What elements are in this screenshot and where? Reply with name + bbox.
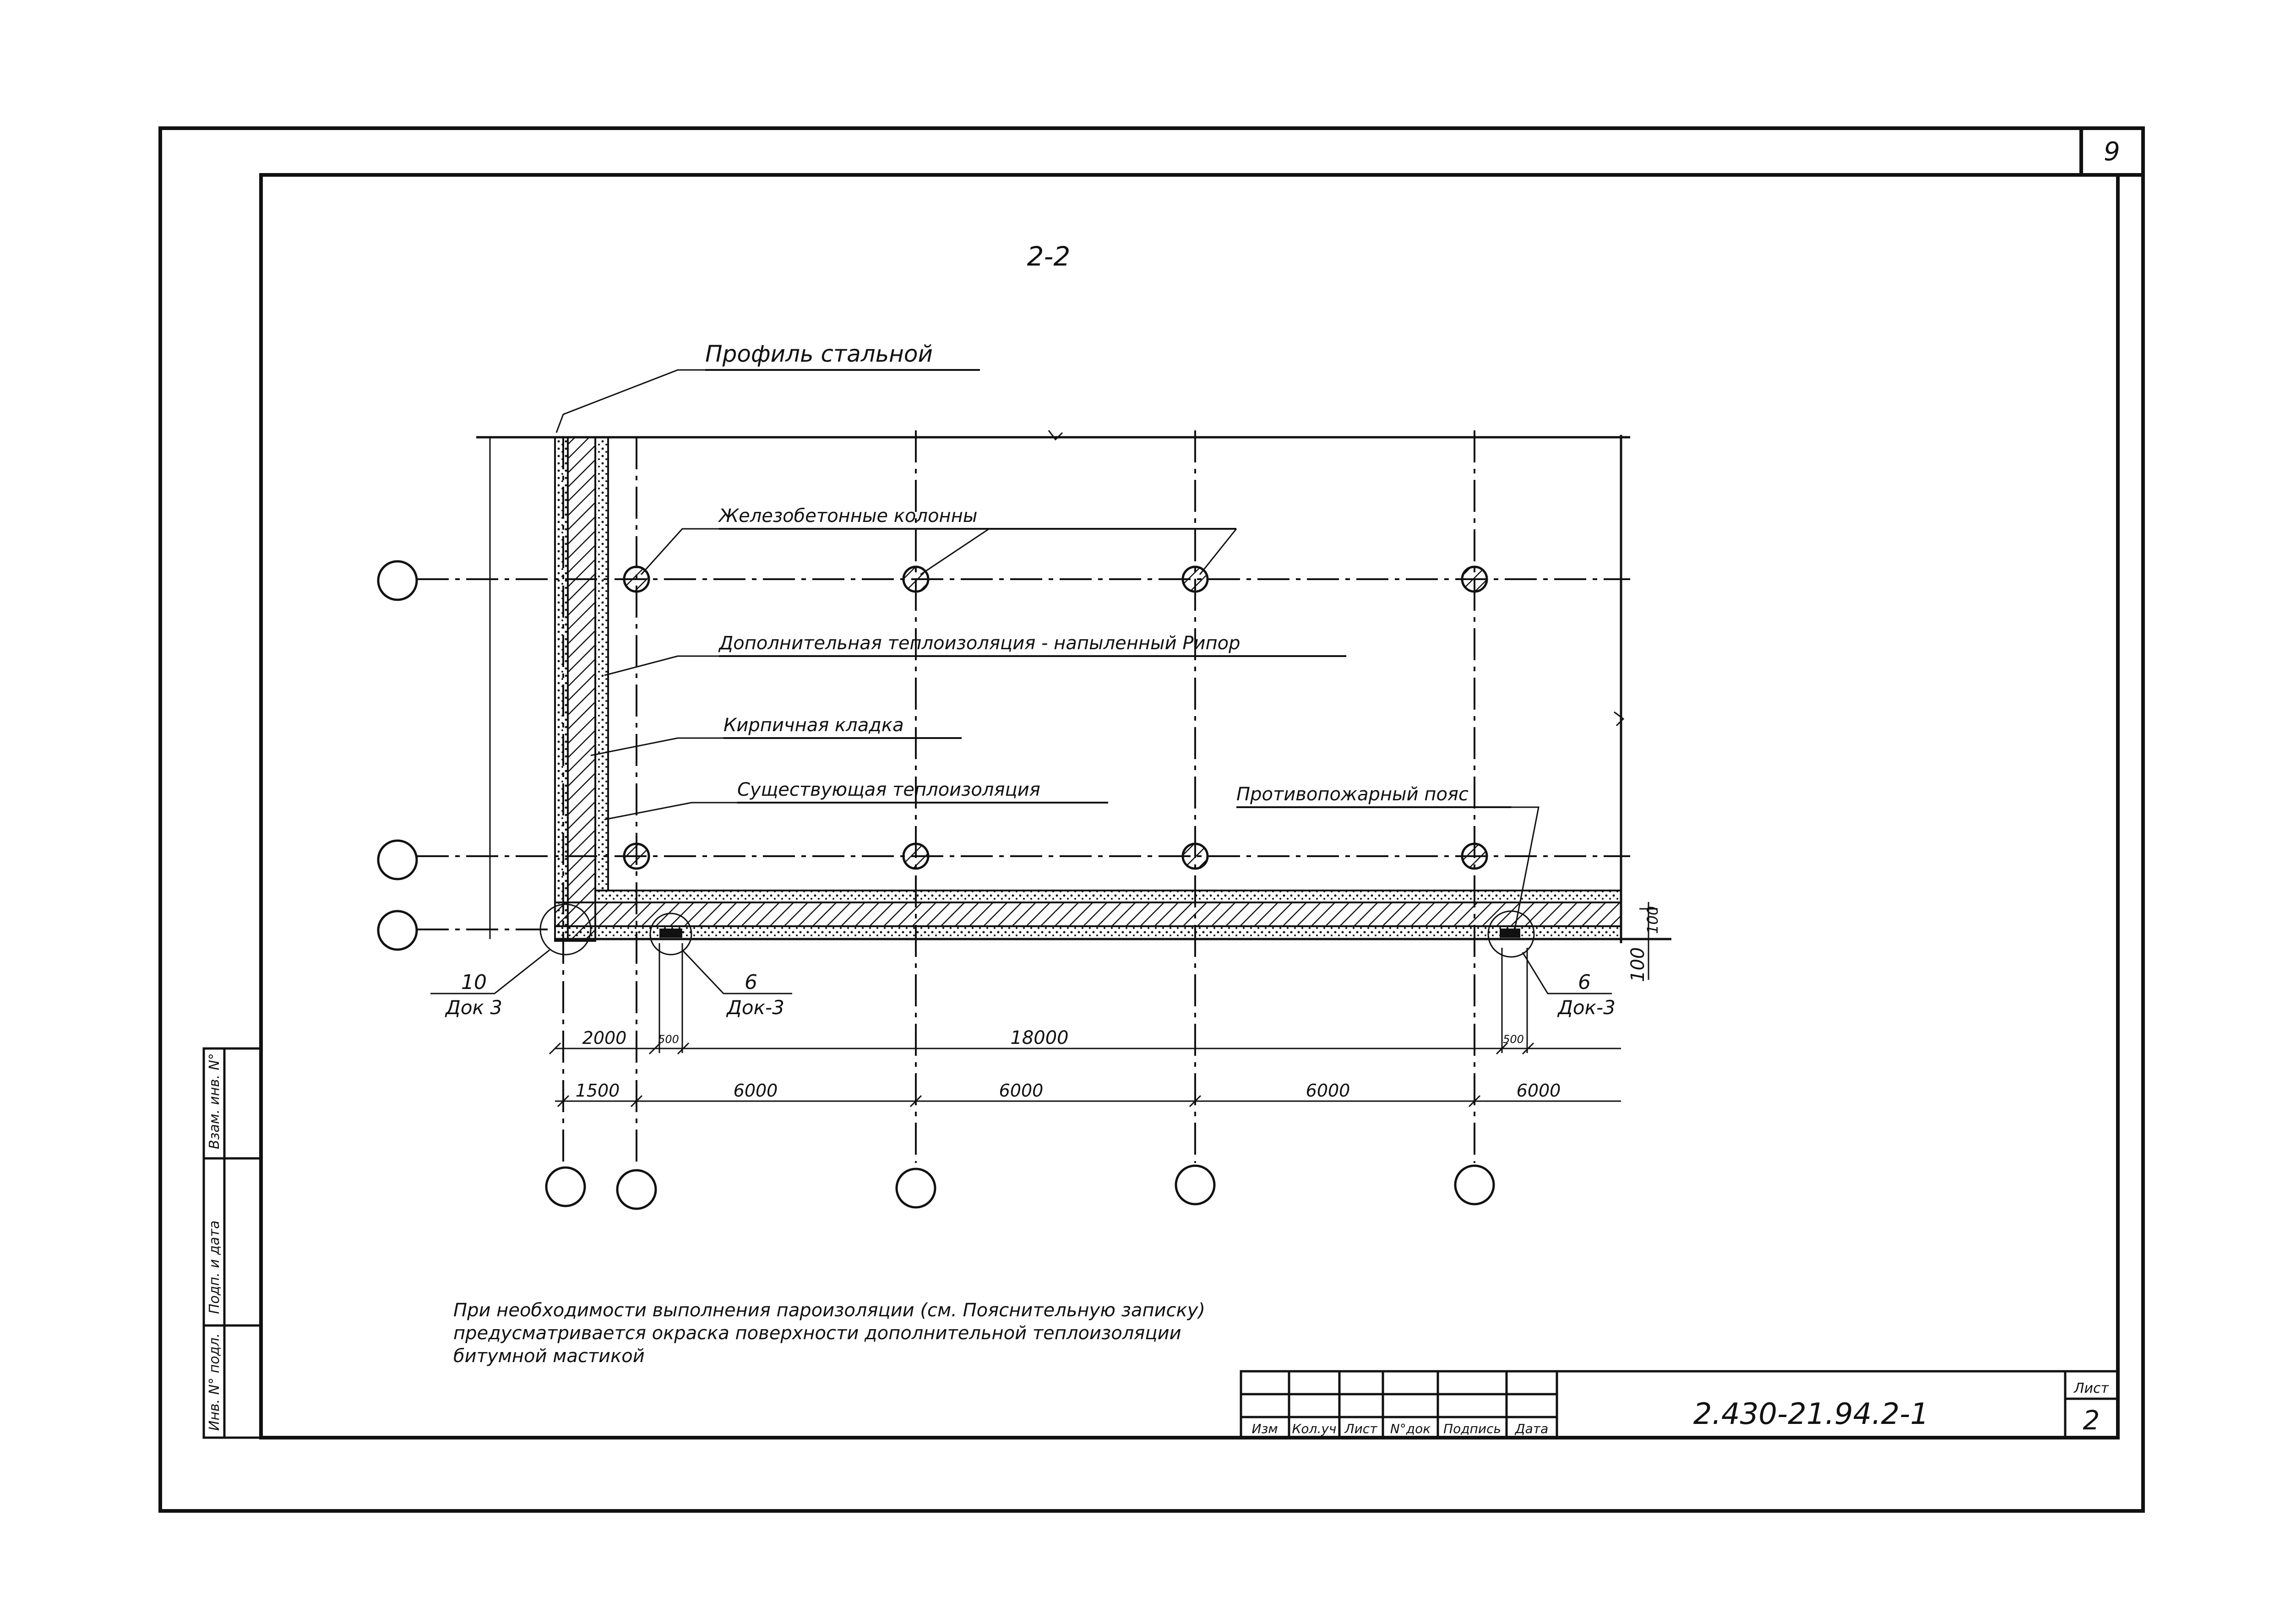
- note-line-3: битумной мастикой: [453, 1346, 645, 1367]
- callout-6-left-num: 6: [745, 971, 757, 994]
- dim-row-2-c: 6000: [999, 1081, 1044, 1101]
- extra-insulation-leader: [604, 655, 719, 676]
- tb-sheet-label: Лист: [2073, 1380, 2110, 1396]
- page-number-box: [2079, 126, 2145, 177]
- callout-10-num: 10: [461, 971, 487, 994]
- callout-6-left-ref: Док-3: [726, 996, 784, 1019]
- rc-columns-leader-2: [920, 528, 990, 576]
- side-stamp-1: Взам. инв. N°: [207, 1053, 223, 1149]
- wall-extra-insulation: [594, 436, 609, 891]
- fire-belt-block-right: [1500, 929, 1520, 938]
- callout-6-right-leader: [1522, 952, 1612, 994]
- brickwork-leader: [590, 737, 724, 756]
- callout-6-left-leader: [681, 949, 792, 994]
- grid-bubble-left-3: [377, 910, 418, 951]
- note-line-2: предусматривается окраска поверхности до…: [453, 1323, 1181, 1344]
- callout-circle-6-left: [649, 912, 692, 956]
- side-stamp: Взам. инв. N° Подп. и дата Инв. N° подл.: [202, 1047, 262, 1439]
- wall-brickwork: [567, 436, 596, 942]
- callout-circle-10: [539, 903, 592, 956]
- rc-columns-leader-1: [640, 528, 719, 576]
- callout-10-ref: Док 3: [445, 996, 502, 1019]
- side-stamp-3: Инв. N° подл.: [207, 1333, 223, 1431]
- tb-header-ndok: N°док: [1390, 1421, 1431, 1436]
- vert-dim-1: 100: [1644, 906, 1661, 934]
- fire-belt-block-left: [659, 929, 682, 938]
- grid-bubble-left-2: [377, 839, 418, 880]
- section-title: 2-2: [1027, 241, 1071, 272]
- tb-header-izm: Изм: [1252, 1421, 1278, 1436]
- rc-columns-leader-3: [1199, 528, 1237, 575]
- note-line-1: При необходимости выполнения пароизоляци…: [453, 1300, 1205, 1321]
- tb-header-data: Дата: [1514, 1421, 1549, 1436]
- label-rc-columns: Железобетонные колонны: [718, 505, 977, 527]
- callout-6-right-num: 6: [1578, 971, 1591, 994]
- label-fire-belt: Противопожарный пояс: [1236, 784, 1469, 805]
- grid-bubble-bottom-5: [1454, 1164, 1495, 1206]
- fire-belt-leader: [1511, 806, 1540, 937]
- bottom-brickwork: [554, 902, 1622, 927]
- callout-6-right-ref: Док-3: [1557, 996, 1616, 1019]
- tb-doc-code: 2.430-21.94.2-1: [1693, 1397, 1929, 1431]
- grid-bubble-bottom-3: [895, 1168, 936, 1209]
- grid-bubble-bottom-4: [1175, 1164, 1216, 1206]
- bottom-extra-insulation: [594, 890, 1622, 903]
- dim-row-2-e: 6000: [1517, 1081, 1561, 1101]
- tb-header-list: Лист: [1344, 1421, 1378, 1436]
- tb-header-podpis: Подпись: [1443, 1421, 1501, 1436]
- dim-row-2-b: 6000: [734, 1081, 778, 1101]
- tb-sheet-number: 2: [2083, 1405, 2100, 1436]
- rc-columns: [623, 565, 1488, 870]
- dim-row-1-a: 2000: [582, 1028, 627, 1048]
- dim-row-2-a: 1500: [576, 1081, 620, 1101]
- steel-profile-leader: [555, 369, 705, 433]
- wall-existing-insulation: [554, 436, 569, 942]
- tb-header-koluch: Кол.уч: [1292, 1421, 1337, 1436]
- grid-bubble-bottom-2: [616, 1169, 657, 1210]
- outer-frame: [158, 126, 2145, 1513]
- existing-insulation-leader: [604, 802, 737, 820]
- page-number: 9: [2104, 137, 2120, 167]
- label-brickwork: Кирпичная кладка: [724, 715, 904, 736]
- label-existing-insulation: Существующая теплоизоляция: [737, 779, 1040, 800]
- dim-row-2-d: 6000: [1306, 1081, 1350, 1101]
- dim-row-1-c: 18000: [1010, 1027, 1068, 1048]
- inner-frame: [259, 173, 2120, 1439]
- vert-dim-2: 100: [1627, 947, 1648, 982]
- side-stamp-2: Подп. и дата: [207, 1221, 223, 1314]
- grid-bubble-left-1: [377, 560, 418, 601]
- break-mark-top: [1048, 430, 1063, 441]
- callout-circle-6-right: [1487, 910, 1535, 958]
- dim-row-2-ticks: [557, 1095, 1481, 1108]
- label-extra-insulation: Дополнительная теплоизоляция - напыленны…: [718, 633, 1240, 654]
- bottom-existing-insulation: [554, 925, 1622, 940]
- grid-bubble-bottom-1: [545, 1166, 586, 1207]
- title-block: Изм Кол.уч Лист N°док Подпись Дата 2.430…: [1240, 1370, 2119, 1439]
- callout-10-leader: [430, 949, 550, 994]
- dim-row-1-d: 500: [1503, 1033, 1524, 1046]
- break-mark-right: [1614, 711, 1625, 727]
- dim-row-1-b: 500: [658, 1033, 679, 1046]
- label-steel-profile: Профиль стальной: [705, 341, 933, 367]
